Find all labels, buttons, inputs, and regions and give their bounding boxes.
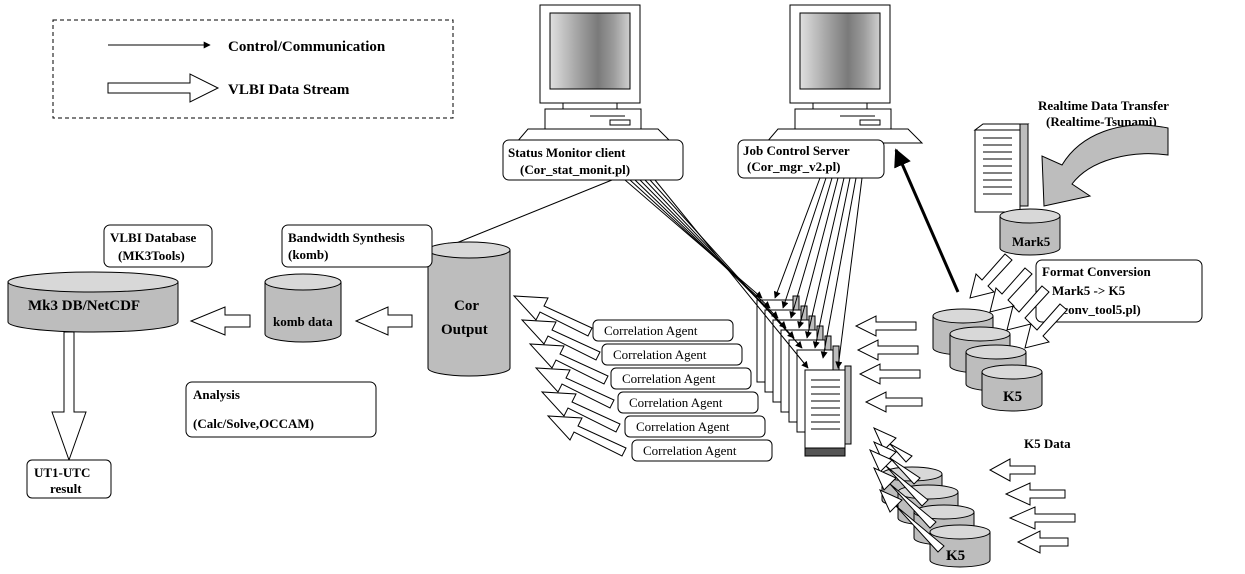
analysis-title: Analysis <box>193 387 240 402</box>
status-monitor-script: (Cor_stat_monit.pl) <box>520 162 630 177</box>
status-monitor-control-lines <box>624 179 809 369</box>
status-monitor-box <box>502 139 684 181</box>
cor-output-line2: Output <box>441 322 488 338</box>
mk3-db-disk-icon <box>7 271 179 333</box>
format-conversion-title: Format Conversion <box>1042 264 1151 279</box>
legend-stream-label: VLBI Data Stream <box>228 82 350 98</box>
bandwidth-synthesis-box <box>281 224 433 268</box>
job-control-computer-icon <box>764 4 924 144</box>
correlation-agent-list: Correlation Agent Correlation Agent Corr… <box>592 319 773 462</box>
komb-data-label: komb data <box>273 314 333 329</box>
cor-output-disk-icon <box>427 241 511 377</box>
correlation-agent-label: Correlation Agent <box>604 323 698 338</box>
komb-data-disk-icon <box>264 273 342 343</box>
correlation-agent-box <box>601 343 743 366</box>
k5-data-incoming-arrows <box>988 458 1076 554</box>
job-control-box <box>737 139 885 179</box>
correlation-agent-box <box>610 367 752 390</box>
k5-to-server-stream-arrows <box>854 315 923 413</box>
k5-label: K5 <box>1003 389 1022 405</box>
cor-to-komb-arrow <box>354 306 413 336</box>
analysis-box <box>185 381 377 438</box>
legend-border <box>52 19 454 119</box>
k5-to-job-control-arrow <box>894 148 960 293</box>
realtime-title: Realtime Data Transfer <box>1038 98 1169 113</box>
correlation-agent-box <box>617 391 759 414</box>
k5-bottom-label: K5 <box>946 548 965 564</box>
format-conversion-desc: Mark5 -> K5 <box>1052 283 1126 298</box>
k5-data-label: K5 Data <box>1024 436 1071 451</box>
ut1-title: UT1-UTC <box>34 465 90 480</box>
vlbi-database-box <box>103 224 213 268</box>
komb-to-mk3-arrow <box>189 306 251 336</box>
bandwidth-subtitle: (komb) <box>288 247 328 262</box>
correlation-agent-label: Correlation Agent <box>629 395 723 410</box>
vlbi-db-subtitle: (MK3Tools) <box>118 248 185 263</box>
job-control-title: Job Control Server <box>743 143 850 158</box>
correlator-server-stack-icon <box>756 295 852 457</box>
bandwidth-title: Bandwidth Synthesis <box>288 230 405 245</box>
realtime-transfer-arrow-icon <box>1041 124 1169 207</box>
cor-output-line1: Cor <box>454 298 479 314</box>
analysis-subtitle: (Calc/Solve,OCCAM) <box>193 416 314 431</box>
k5-disk-stack-icon <box>932 308 1043 412</box>
mark5-disk-icon <box>999 208 1061 256</box>
realtime-server-icon <box>973 123 1030 213</box>
format-conversion-box <box>1035 259 1203 323</box>
vlbi-db-title: VLBI Database <box>110 230 197 245</box>
legend: Control/Communication VLBI Data Stream <box>52 19 454 119</box>
correlation-agent-label: Correlation Agent <box>613 347 707 362</box>
status-monitor-title: Status Monitor client <box>508 145 626 160</box>
status-monitor-computer-icon <box>514 4 674 144</box>
mark5-to-k5-arrows <box>969 253 1068 349</box>
k5-data-to-server-arrows <box>868 426 945 553</box>
status-to-bandwidth-arrow <box>443 179 613 249</box>
server-to-cor-output-arrows <box>512 295 627 457</box>
ut1-subtitle: result <box>50 481 82 496</box>
job-control-lines <box>773 177 863 369</box>
correlation-agent-label: Correlation Agent <box>636 419 730 434</box>
k5-data-disk-stack-icon <box>881 466 991 568</box>
correlation-agent-label: Correlation Agent <box>643 443 737 458</box>
correlation-agent-label: Correlation Agent <box>622 371 716 386</box>
job-control-script: (Cor_mgr_v2.pl) <box>747 159 841 174</box>
mk3-db-label: Mk3 DB/NetCDF <box>28 298 140 314</box>
ut1-result-box <box>26 459 112 499</box>
mk3-to-ut1-arrow <box>51 331 87 462</box>
stream-arrow-icon <box>107 73 220 103</box>
legend-control-label: Control/Communication <box>228 39 386 55</box>
mark5-label: Mark5 <box>1012 234 1051 249</box>
correlation-agent-box <box>592 319 734 342</box>
format-conversion-script: (conv_tool5.pl) <box>1058 302 1141 317</box>
correlation-agent-box <box>624 415 766 438</box>
correlation-agent-box <box>631 439 773 462</box>
